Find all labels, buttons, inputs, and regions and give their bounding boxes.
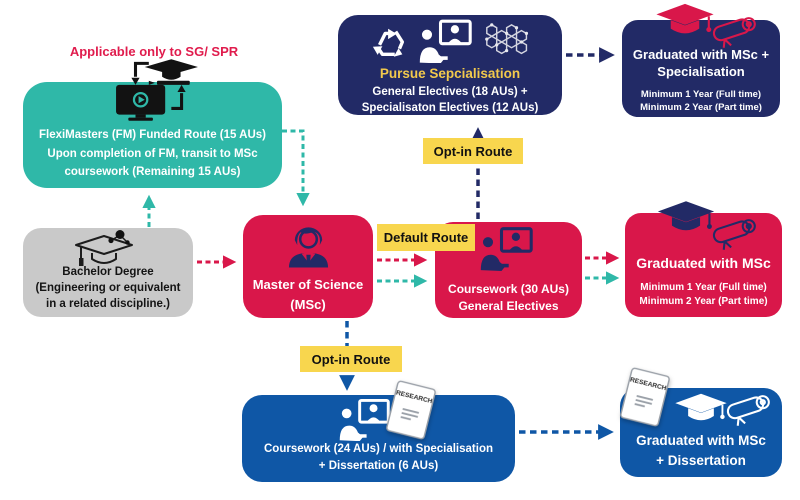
coursework-30-line2: General Electives: [458, 299, 559, 314]
research-paper-icon: RESEARCH: [618, 366, 672, 429]
graduated-dissertation-line1: Graduated with MSc: [636, 433, 766, 448]
person-bust-icon: [286, 222, 331, 268]
bachelor-node: Bachelor Degree (Engineering or equivale…: [23, 228, 193, 317]
default-route-label: Default Route: [377, 224, 475, 251]
presenter-screen-icon: [338, 398, 390, 442]
molecule-lattice-icon: [478, 22, 536, 62]
opt-in-route-dissertation-label: Opt-in Route: [300, 346, 402, 372]
diploma-scroll-icon: [706, 212, 762, 250]
opt-in-route-specialisation-label: Opt-in Route: [423, 138, 523, 164]
grad-cap-icon: [654, 2, 716, 42]
arrow-fleximasters-to-msc: [282, 129, 310, 207]
coursework-dissertation-node: Coursework (24 AUs) / with Specialisatio…: [242, 395, 515, 482]
bachelor-cap-icon: [70, 229, 138, 269]
graduated-msc-line1: Graduated with MSc: [636, 255, 771, 271]
fleximasters-line1: FlexiMasters (FM) Funded Route (15 AUs): [38, 129, 267, 141]
research-paper-icon: RESEARCH: [384, 379, 438, 442]
bachelor-line1: Bachelor Degree: [62, 266, 154, 278]
fleximasters-line3: coursework (Remaining 15 AUs): [64, 166, 241, 179]
graduated-msc-sub2: Minimum 2 Year (Part time): [639, 296, 768, 308]
presenter-screen-icon: [418, 19, 472, 64]
msc-line1: Master of Science: [252, 277, 364, 292]
pursue-specialisation-title: Pursue Sepcialisation: [379, 66, 521, 81]
graduated-specialisation-line2: Specialisation: [657, 63, 745, 79]
pursue-specialisation-line1: General Electives (18 AUs) +: [372, 86, 528, 99]
bachelor-line3: in a related discipline.): [46, 297, 170, 310]
diploma-scroll-icon: [706, 10, 762, 48]
sg-spr-note: Applicable only to SG/ SPR: [69, 44, 239, 59]
graduated-msc-node: Graduated with MSc Minimum 1 Year (Full …: [625, 213, 782, 317]
grad-cap-icon: [656, 199, 716, 239]
presenter-screen-icon: [479, 226, 533, 271]
graduated-specialisation-sub2: Minimum 2 Year (Part time): [640, 102, 762, 114]
msc-line2: (MSc): [290, 297, 326, 313]
diploma-scroll-icon: [720, 388, 776, 426]
fleximasters-line2: Upon completion of FM, transit to MSc: [47, 147, 258, 160]
graduated-specialisation-sub1: Minimum 1 Year (Full time): [640, 88, 762, 100]
graduated-specialisation-line1: Graduated with MSc +: [632, 47, 770, 62]
coursework-dissertation-line2: + Dissertation (6 AUs): [318, 460, 439, 473]
bachelor-line2: (Engineering or equivalent: [35, 281, 181, 294]
fleximasters-node: FlexiMasters (FM) Funded Route (15 AUs) …: [23, 82, 282, 188]
pursue-specialisation-line2: Specialisaton Electives (12 AUs): [361, 101, 539, 114]
elearning-monitor-icon: [114, 57, 200, 123]
coursework-dissertation-line1: Coursework (24 AUs) / with Specialisatio…: [264, 443, 493, 455]
graduated-specialisation-node: Graduated with MSc + Specialisation Mini…: [622, 20, 780, 117]
coursework-30-line1: Coursework (30 AUs): [448, 282, 569, 296]
recycle-icon: [371, 24, 409, 60]
grad-cap-icon: [672, 392, 730, 428]
graduated-msc-sub1: Minimum 1 Year (Full time): [640, 282, 767, 294]
graduated-dissertation-line2: + Dissertation: [656, 453, 746, 469]
